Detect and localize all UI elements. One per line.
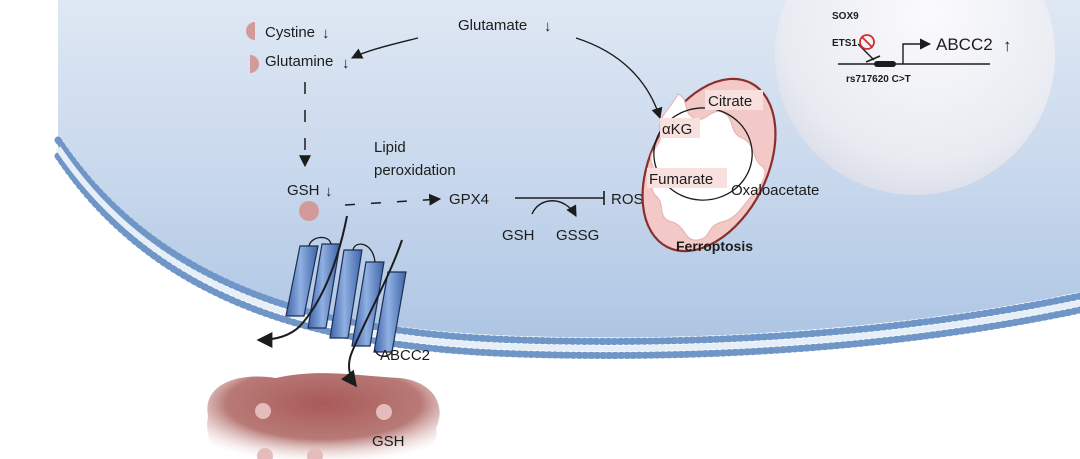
citrate-label: Citrate	[708, 93, 752, 110]
glutamate-to-glutamine-arrow	[350, 37, 419, 59]
transporter-tube-1	[285, 245, 319, 317]
ets1-inhibition-bar	[865, 55, 881, 63]
fumarate-label-bg	[647, 168, 727, 188]
transporter-tube-4	[351, 261, 385, 347]
glutamate-down-arrow: ↓	[544, 18, 552, 35]
abcc2-transporter	[256, 215, 407, 388]
transcription-start-arrow	[902, 38, 932, 64]
akg-label: αKG	[662, 121, 692, 138]
gsh-down-arrow: ↓	[325, 183, 333, 200]
glutamate-label: Glutamate	[458, 17, 527, 34]
abcc2-label: ABCC2	[380, 347, 430, 364]
transporter-strand-left	[256, 215, 348, 348]
transporter-tube-3	[329, 249, 363, 339]
gsh-dot	[299, 201, 319, 221]
glutamine-down-arrow: ↓	[342, 55, 350, 72]
cell-membrane-core	[55, 146, 1080, 352]
transporter-tube-2	[307, 243, 341, 329]
gsh-to-gssg-arrow	[531, 200, 577, 217]
gpx4-label: GPX4	[449, 191, 489, 208]
nucleus-gene-panel: SOX9 ETS1 ABCC2 ↑ rs717620 C>T	[832, 11, 1012, 85]
gsh-to-gpx4-arrow	[344, 193, 442, 206]
lipid-peroxidation-label-1: Lipid	[374, 139, 406, 156]
blocked-icon	[859, 34, 875, 50]
glutamine-icon	[250, 55, 259, 73]
cell-membrane-inner	[54, 152, 1080, 359]
cell-membrane-outer	[54, 136, 1080, 345]
glutamine-label: Glutamine	[265, 53, 333, 70]
abcc2-gene-label: ABCC2	[936, 35, 993, 54]
glutamate-to-mitochondria-arrow	[575, 37, 663, 120]
extracellular-gsh-cloud	[207, 373, 440, 459]
fumarate-label: Fumarate	[649, 171, 713, 188]
abcc2-up-arrow: ↑	[1003, 36, 1012, 55]
snp-label: rs717620 C>T	[846, 74, 911, 85]
gsh-label: GSH	[287, 182, 320, 199]
gssg-label: GSSG	[556, 227, 599, 244]
sox9-label: SOX9	[832, 11, 859, 22]
gsh-dot-extracellular-2	[376, 404, 392, 420]
snp-site-marker	[874, 61, 896, 67]
citrate-label-bg	[705, 90, 763, 110]
cystine-icon	[246, 22, 255, 40]
ferroptosis-label: Ferroptosis	[676, 238, 753, 254]
oxaloacetate-label: Oxaloacetate	[731, 182, 819, 199]
gsh-dot-extracellular-3	[257, 448, 273, 459]
lipid-peroxidation-label-2: peroxidation	[374, 162, 456, 179]
cystine-down-arrow: ↓	[322, 25, 330, 42]
cystine-label: Cystine	[265, 24, 315, 41]
ets1-label: ETS1	[832, 38, 857, 49]
transporter-strand-right	[340, 239, 403, 388]
gsh-extracellular-label: GSH	[372, 433, 405, 450]
gsh-dot-extracellular-1	[255, 403, 271, 419]
gsh-cofactor-label: GSH	[502, 227, 535, 244]
nucleus	[775, 0, 1055, 195]
ros-label: ROS	[611, 191, 644, 208]
gsh-dot-extracellular-4	[307, 448, 323, 459]
akg-label-bg	[660, 118, 700, 138]
transporter-loops	[308, 236, 393, 357]
